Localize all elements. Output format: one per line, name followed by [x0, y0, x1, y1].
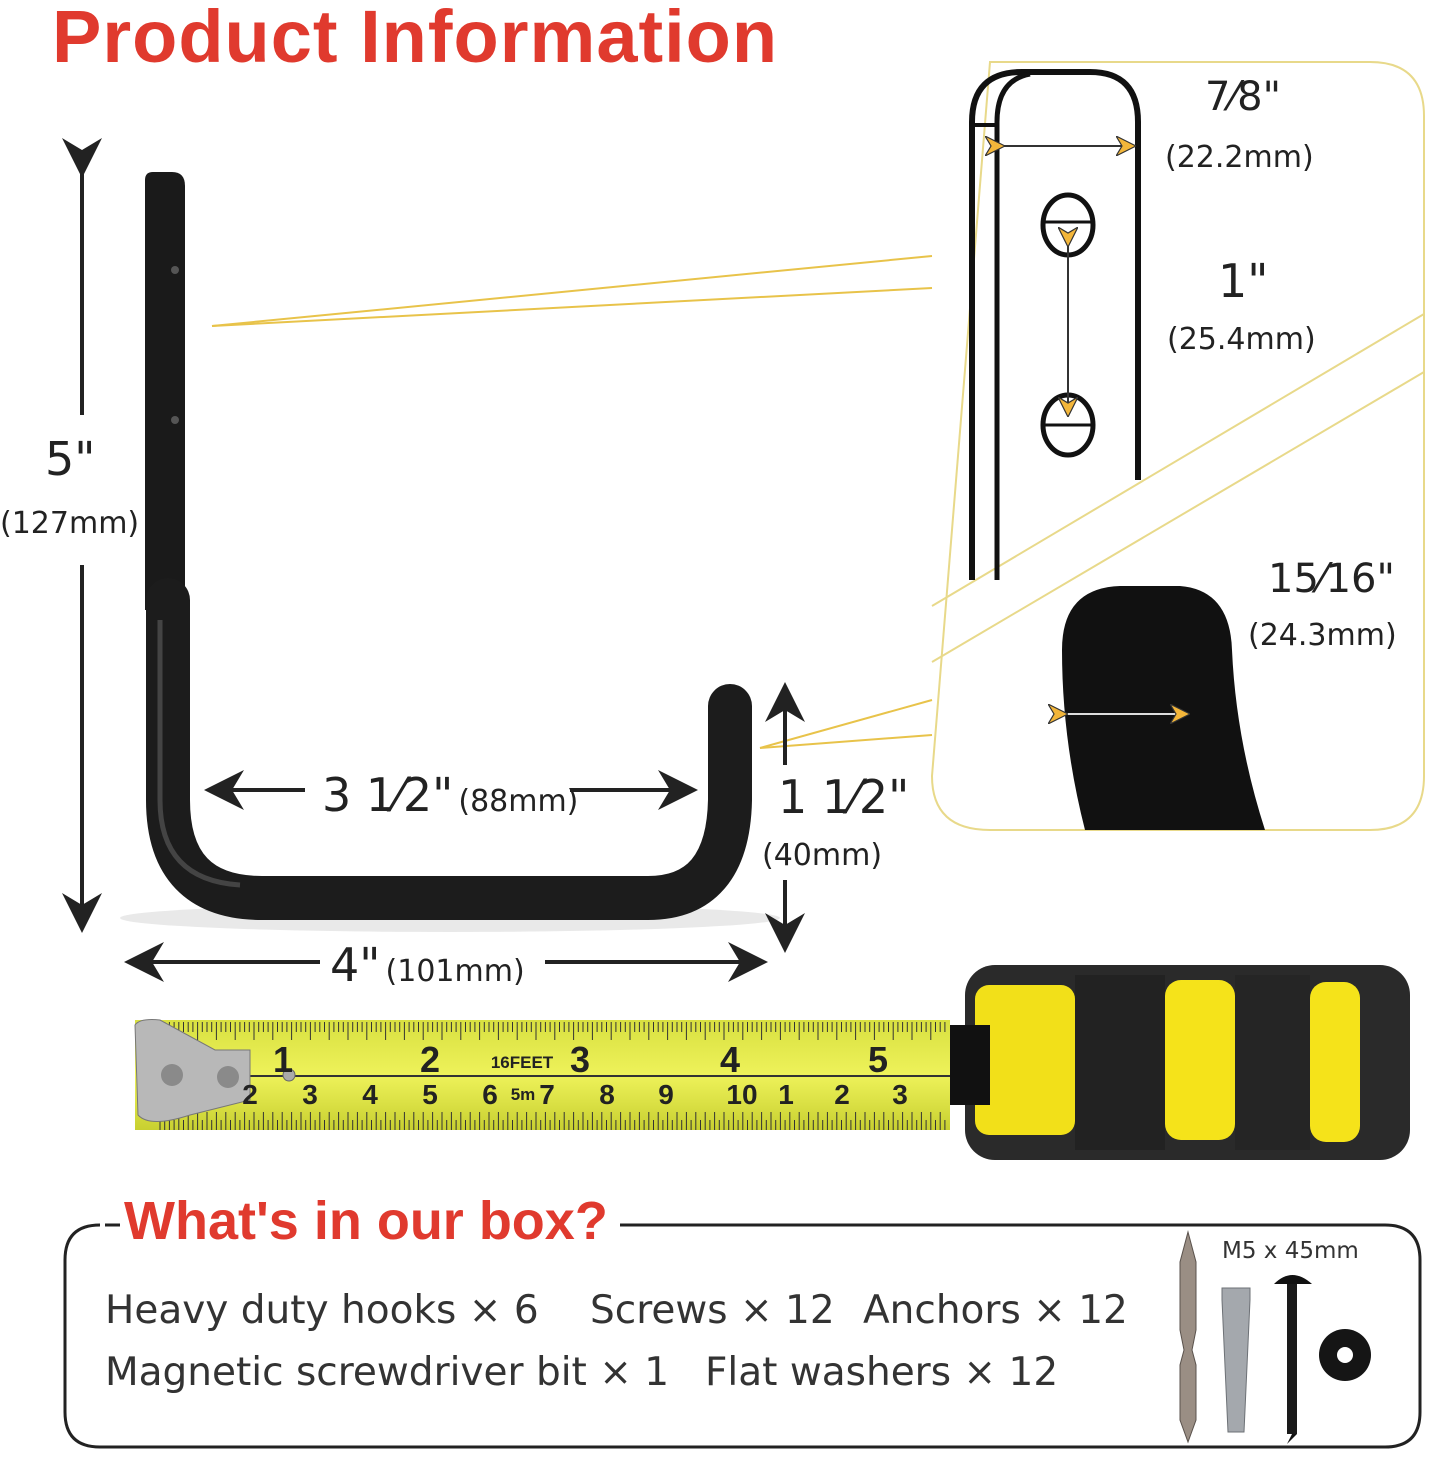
tape-cm-mark: 10	[726, 1079, 757, 1110]
screw-icon	[1274, 1275, 1312, 1444]
height-imperial: 5"	[45, 432, 96, 486]
inner-width-metric: (88mm)	[458, 784, 579, 819]
item-bit: Magnetic screwdriver bit × 1	[105, 1350, 670, 1395]
tape-cm-mark: 7	[539, 1079, 555, 1110]
wall-anchor-icon	[1221, 1287, 1251, 1433]
tape-cm-mark: 4	[362, 1079, 378, 1110]
tube-width-imperial: 15⁄16"	[1268, 556, 1395, 602]
tape-cm-mark: 9	[658, 1079, 674, 1110]
screw-size-label: M5 x 45mm	[1222, 1238, 1359, 1264]
tape-metric-label: 5m	[511, 1085, 536, 1104]
tube-width-metric: (24.3mm)	[1248, 618, 1397, 653]
detail-panel	[930, 61, 1425, 831]
hole-spacing-metric: (25.4mm)	[1167, 322, 1316, 357]
strap-width-metric: (22.2mm)	[1165, 140, 1314, 175]
page-title: Product Information	[52, 0, 779, 78]
inner-width-label: 3 1⁄2" (88mm)	[322, 768, 578, 822]
item-hooks: Heavy duty hooks × 6	[105, 1288, 539, 1333]
tape-measure-blade	[134, 1019, 950, 1130]
box-title: What's in our box?	[120, 1190, 620, 1252]
height-metric: (127mm)	[0, 506, 140, 541]
tape-cm-mark: 5	[422, 1079, 438, 1110]
flat-washer-icon	[1319, 1329, 1371, 1381]
tape-inch-mark: 1	[273, 1039, 293, 1080]
tape-cm-mark: 2	[834, 1079, 850, 1110]
total-width-imperial: 4"	[330, 938, 381, 992]
tape-cm-mark: 1	[778, 1079, 794, 1110]
tape-cm-mark: 6	[482, 1079, 498, 1110]
tape-cm-mark: 3	[892, 1079, 908, 1110]
inner-width-imperial: 3 1⁄2"	[322, 768, 454, 822]
hole-spacing-imperial: 1"	[1218, 254, 1269, 308]
tape-cm-mark: 2	[242, 1079, 258, 1110]
item-screws: Screws × 12	[590, 1288, 835, 1333]
tape-inch-mark: 5	[868, 1039, 888, 1080]
tape-length-label: 16FEET	[491, 1053, 554, 1072]
hook-drawing	[120, 172, 780, 932]
tape-inch-mark: 2	[420, 1039, 440, 1080]
item-washers: Flat washers × 12	[705, 1350, 1059, 1395]
tape-inch-mark: 3	[570, 1039, 590, 1080]
total-width-metric: (101mm)	[385, 954, 525, 989]
lip-height-metric: (40mm)	[762, 838, 883, 873]
tape-measure-body	[945, 965, 1410, 1160]
tape-inch-mark: 4	[720, 1039, 740, 1080]
item-anchors: Anchors × 12	[863, 1288, 1128, 1333]
lip-height-imperial: 1 1⁄2"	[778, 770, 910, 824]
tape-cm-mark: 8	[599, 1079, 615, 1110]
total-width-label: 4" (101mm)	[330, 938, 525, 992]
tape-cm-mark: 3	[302, 1079, 318, 1110]
strap-width-imperial: 7⁄8"	[1205, 74, 1281, 120]
screwdriver-bit-icon	[1179, 1230, 1197, 1444]
strap-detail-drawing	[969, 69, 1141, 580]
box-frame	[63, 1223, 1422, 1449]
